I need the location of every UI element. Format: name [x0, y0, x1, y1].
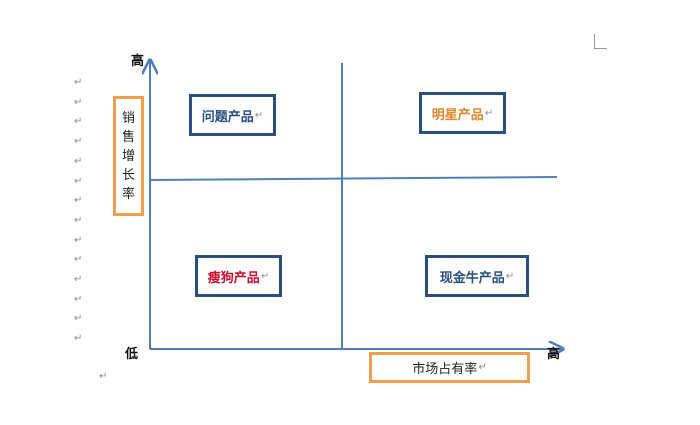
quadrant-dog: 瘦狗产品 ↵	[195, 255, 282, 297]
quadrant-question-mark: 问题产品 ↵	[189, 94, 276, 136]
x-axis-title: 市场占有率	[412, 362, 478, 377]
x-axis-title-box: 市场占有率 ↵	[369, 352, 530, 383]
quadrant-label: 现金牛产品	[439, 270, 505, 286]
quadrant-star: 明星产品 ↵	[419, 92, 506, 134]
paragraph-mark: ↵	[74, 313, 83, 325]
horizontal-divider	[149, 176, 558, 181]
quadrant-cash-cow: 现金牛产品 ↵	[425, 255, 529, 297]
y-axis-title-char: 售	[121, 129, 135, 145]
paragraph-mark: ↵	[74, 116, 83, 128]
x-axis-high-label: 高	[547, 347, 561, 362]
paragraph-mark: ↵	[505, 270, 515, 282]
paragraph-mark: ↵	[74, 155, 83, 167]
y-axis-high-label: 高	[131, 54, 145, 69]
paragraph-mark: ↵	[74, 195, 83, 207]
quadrant-label: 瘦狗产品	[207, 270, 260, 286]
paragraph-mark: ↵	[74, 333, 83, 345]
quadrant-label: 明星产品	[431, 107, 484, 123]
paragraph-mark: ↵	[99, 371, 108, 382]
paragraph-mark: ↵	[484, 107, 494, 119]
paragraph-mark: ↵	[260, 270, 270, 282]
paragraph-mark: ↵	[478, 362, 487, 373]
paragraph-mark: ↵	[74, 234, 83, 246]
y-axis-title-char: 长	[121, 167, 135, 183]
quadrant-label: 问题产品	[201, 109, 254, 125]
y-axis-title-char: 增	[121, 148, 135, 164]
paragraph-mark: ↵	[74, 254, 83, 266]
paragraph-mark: ↵	[74, 77, 83, 88]
paragraph-mark: ↵	[74, 175, 83, 187]
paragraph-mark: ↵	[74, 214, 83, 226]
y-axis-title-char: 销	[121, 110, 135, 126]
page-corner-mark	[594, 34, 607, 49]
y-axis-title-box: 销 售 增 长 率	[113, 96, 144, 216]
origin-low-label: 低	[125, 347, 139, 362]
paragraph-mark: ↵	[74, 136, 83, 148]
paragraph-mark: ↵	[74, 293, 83, 305]
y-axis-title-char: 率	[121, 186, 135, 202]
paragraph-mark: ↵	[74, 96, 83, 108]
paragraph-mark: ↵	[254, 109, 264, 121]
paragraph-mark: ↵	[74, 274, 83, 285]
